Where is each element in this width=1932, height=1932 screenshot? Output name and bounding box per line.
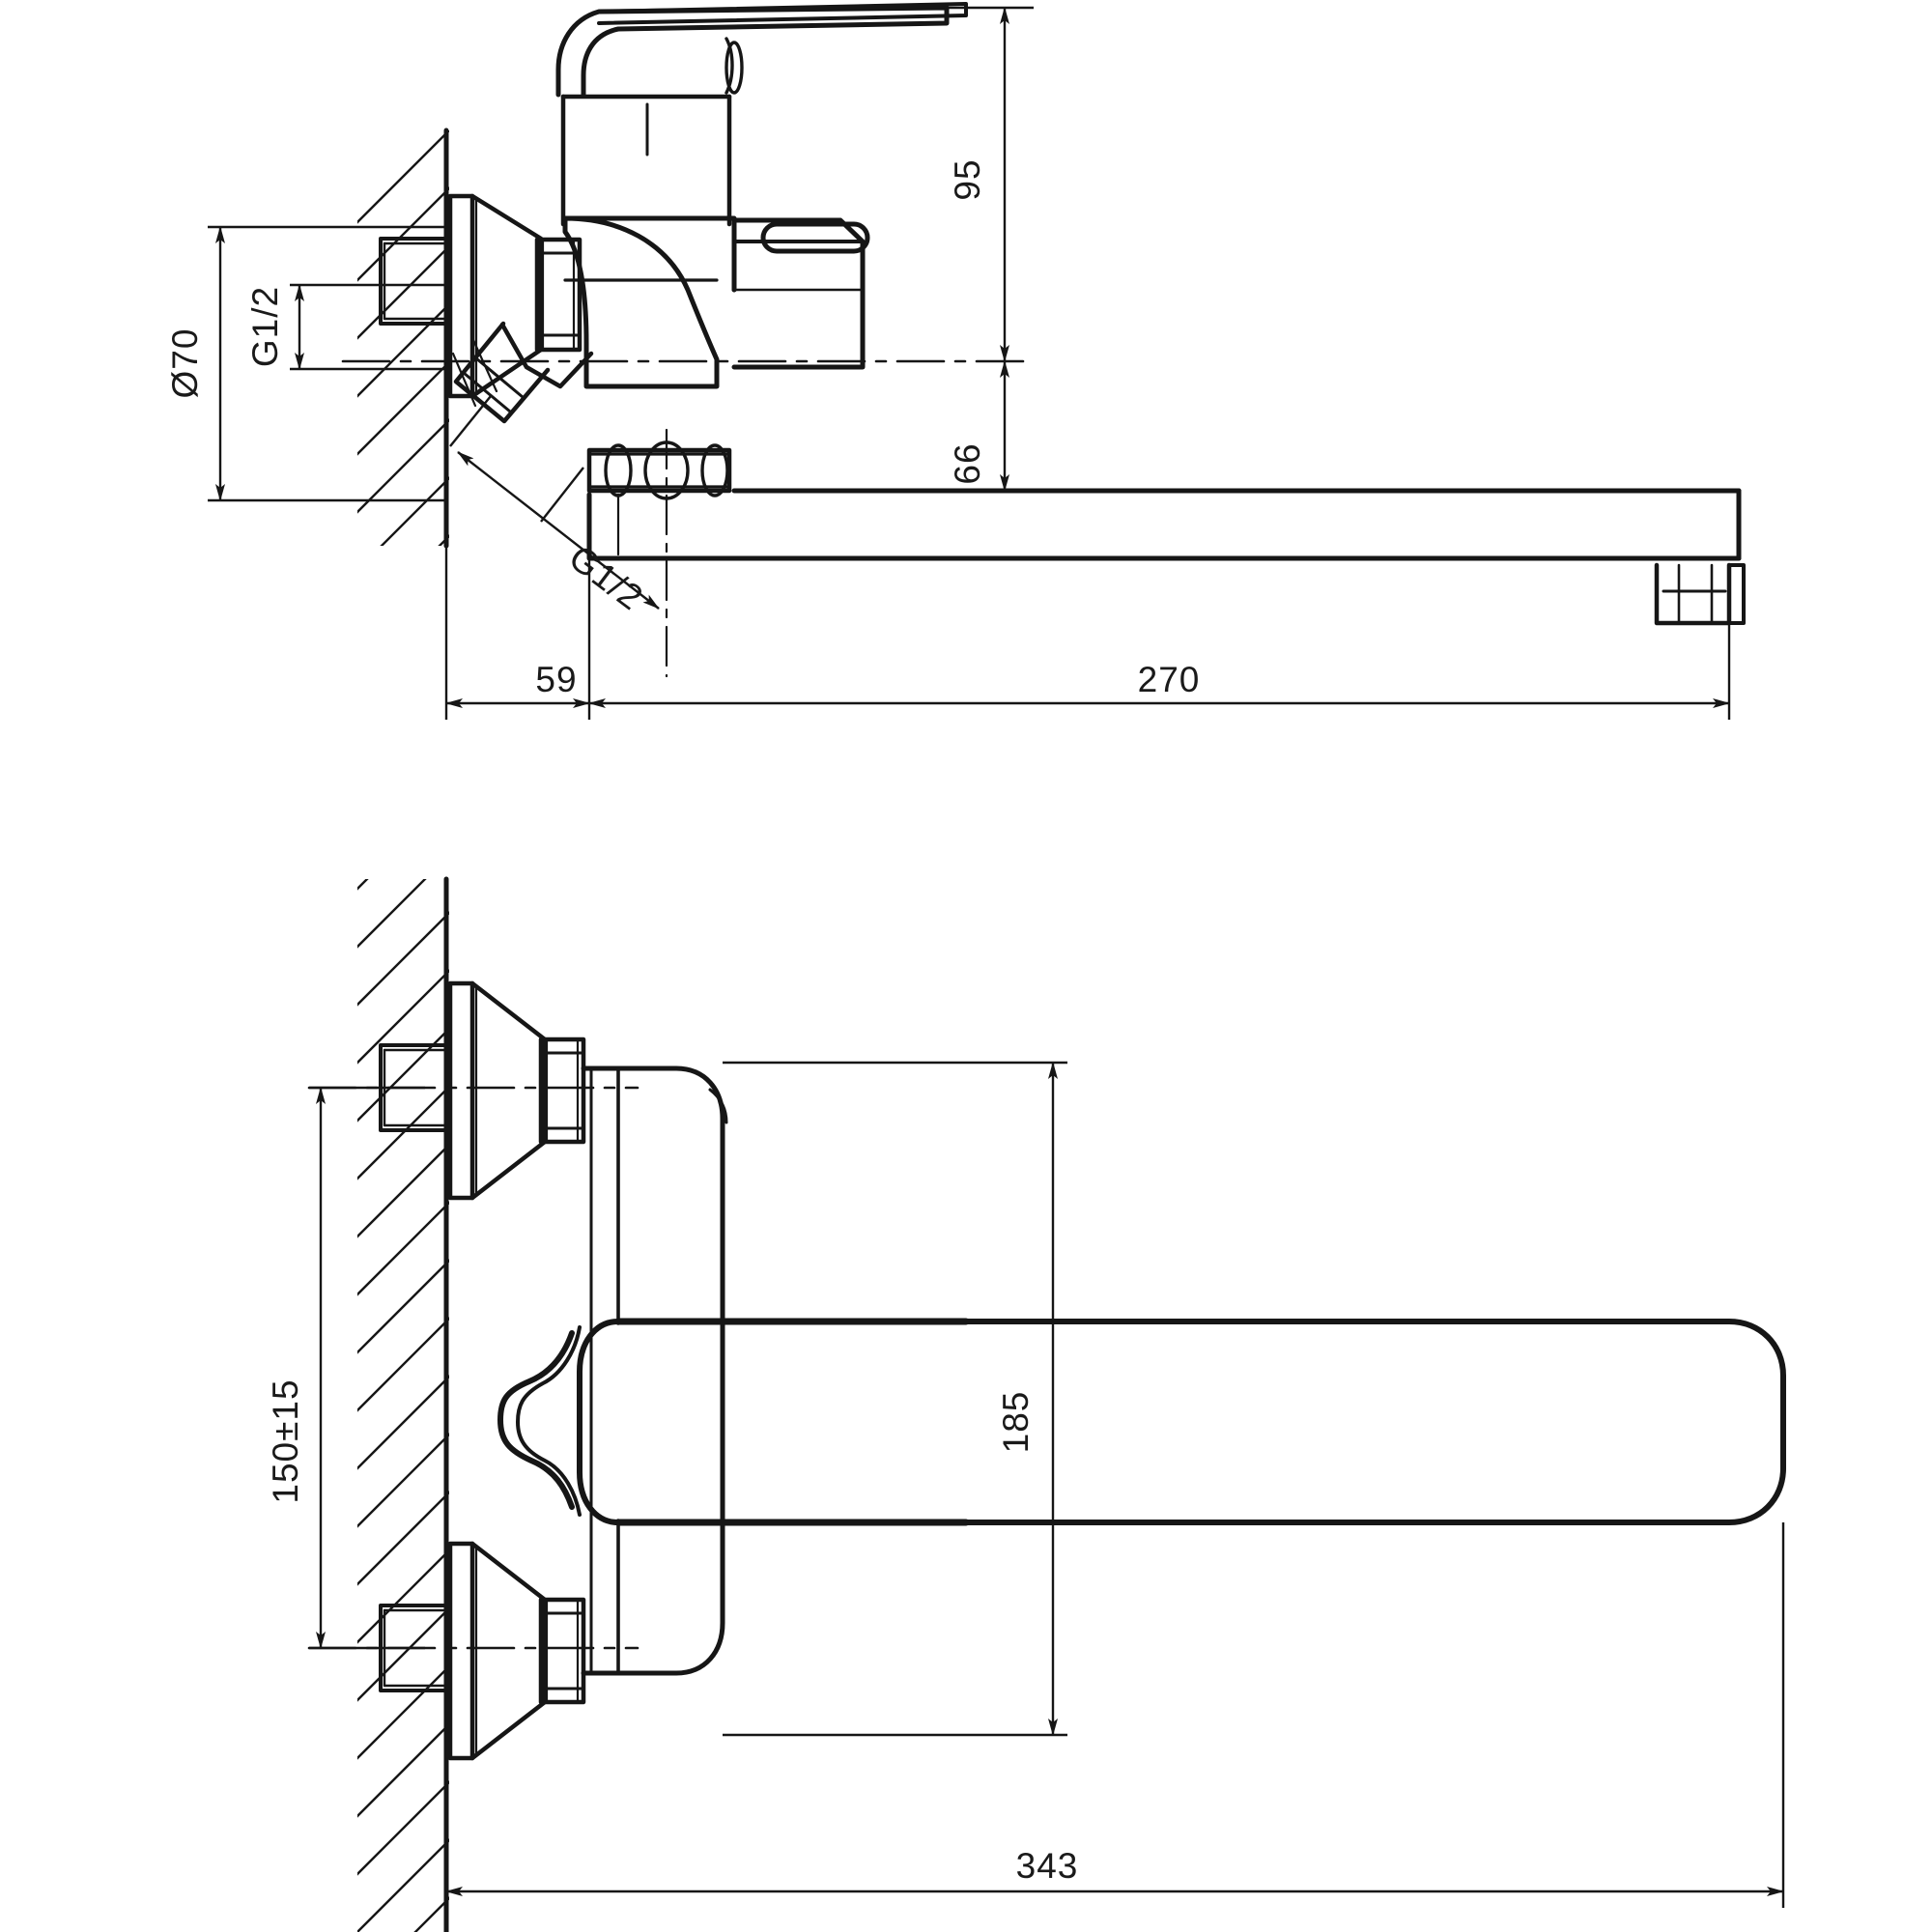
dim-thread-upper xyxy=(290,283,446,371)
dim-diameter-70-label: Ø70 xyxy=(165,328,205,399)
dim-depth-59-label: 59 xyxy=(535,660,577,699)
spout-nozzle-top xyxy=(1654,562,1746,626)
spout-collar-top xyxy=(731,217,870,370)
centre-lines-front xyxy=(307,1086,639,1650)
dim-width-343 xyxy=(444,1522,1785,1908)
dim-diameter-70 xyxy=(208,225,446,502)
dimension-labels-side-view: Ø70 G1/2 G1/2 95 66 59 270 xyxy=(165,158,1201,699)
dim-width-343-label: 343 xyxy=(1016,1846,1079,1886)
dim-height-95-label: 95 xyxy=(948,158,987,200)
angled-inlet-top xyxy=(451,321,594,424)
dim-depth-59 xyxy=(444,495,591,720)
dim-height-66 xyxy=(966,360,1729,493)
dimension-group-front-view xyxy=(309,1061,1785,1908)
dimension-labels-front-view: 150±15 185 343 xyxy=(266,1378,1079,1886)
dim-height-185 xyxy=(723,1061,1067,1737)
hex-nut-top xyxy=(534,237,582,353)
dim-spout-270 xyxy=(588,623,1731,720)
escutcheon-cone-lower xyxy=(447,1541,548,1761)
front-elevation-view xyxy=(307,876,1786,1932)
hex-nut-upper xyxy=(538,1037,586,1145)
escutcheon-cone-upper xyxy=(447,980,548,1201)
dimension-group-side-view xyxy=(208,6,1731,720)
dim-height-95 xyxy=(920,6,1034,362)
dim-height-185-label: 185 xyxy=(996,1391,1036,1454)
dim-thread-upper-label: G1/2 xyxy=(245,286,285,367)
hex-nut-lower xyxy=(538,1597,586,1705)
dim-thread-lower xyxy=(449,395,660,610)
wall-section-top xyxy=(357,128,449,549)
dim-spout-270-label: 270 xyxy=(1138,660,1201,699)
mixer-body-front xyxy=(581,1065,728,1676)
dim-centres-150-label: 150±15 xyxy=(266,1378,305,1503)
dim-centres-150 xyxy=(309,1086,425,1650)
dim-height-66-label: 66 xyxy=(948,442,987,484)
cartridge-column-top xyxy=(560,94,732,227)
wall-section-bottom xyxy=(357,876,449,1932)
